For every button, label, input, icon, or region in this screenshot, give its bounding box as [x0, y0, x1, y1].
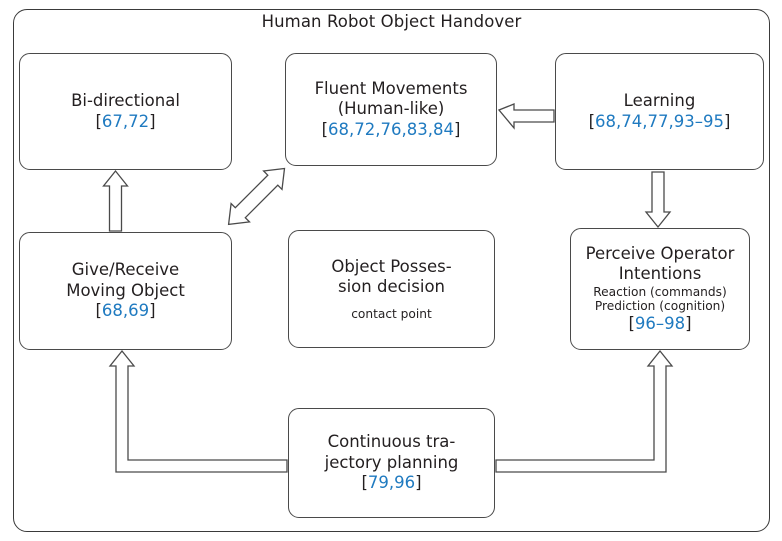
node-bi-directional[interactable]: Bi-directional [67,72]: [19, 53, 232, 170]
node-learning-line-1: Learning: [623, 91, 696, 111]
node-bi-directional-citation: [67,72]: [95, 112, 155, 132]
node-bi-directional-line-1: Bi-directional: [71, 91, 180, 111]
node-object-possession-decision[interactable]: Object Posses- sion decision contact poi…: [288, 230, 495, 348]
node-perceive-citation: [96–98]: [628, 314, 691, 334]
node-give-receive-citation: [68,69]: [95, 301, 155, 321]
node-perceive-line-1: Perceive Operator: [585, 243, 735, 263]
node-perceive-operator-intentions[interactable]: Perceive Operator Intentions Reaction (c…: [570, 228, 750, 350]
bracket-open: [: [628, 313, 635, 333]
bracket-open: [: [95, 111, 102, 131]
node-continuous-trajectory-planning[interactable]: Continuous tra- jectory planning [79,96]: [288, 408, 495, 518]
bracket-close: ]: [149, 111, 156, 131]
node-object-possession-line-2: sion decision: [338, 277, 445, 297]
citation-numbers: 67,72: [101, 111, 150, 131]
node-give-receive-moving-object[interactable]: Give/Receive Moving Object [68,69]: [19, 232, 232, 350]
bracket-close: ]: [685, 313, 692, 333]
citation-numbers: 79,96: [367, 473, 416, 493]
node-object-possession-subline-1: contact point: [351, 306, 432, 321]
node-perceive-subline-2: Prediction (cognition): [594, 299, 726, 314]
node-give-receive-line-2: Moving Object: [66, 280, 185, 300]
citation-numbers: 96–98: [634, 313, 686, 333]
node-fluent-movements-line-2: (Human-like): [337, 99, 445, 119]
bracket-open: [: [95, 301, 102, 321]
node-fluent-movements-line-1: Fluent Movements: [314, 78, 468, 98]
node-continuous-line-2: jectory planning: [324, 452, 459, 472]
bracket-close: ]: [453, 119, 461, 139]
node-object-possession-line-1: Object Posses-: [331, 256, 452, 276]
bracket-close: ]: [149, 301, 156, 321]
bracket-open: [: [321, 119, 329, 139]
node-perceive-line-2: Intentions: [618, 264, 702, 284]
citation-numbers: 68,72,76,83,84: [328, 119, 454, 139]
node-fluent-movements-citation: [68,72,76,83,84]: [322, 120, 461, 140]
node-perceive-subline-1: Reaction (commands): [593, 284, 727, 299]
bracket-open: [: [361, 473, 368, 493]
node-fluent-movements[interactable]: Fluent Movements (Human-like) [68,72,76,…: [285, 53, 497, 166]
node-give-receive-line-1: Give/Receive: [71, 260, 180, 280]
diagram-title: Human Robot Object Handover: [261, 12, 522, 31]
node-learning[interactable]: Learning [68,74,77,93–95]: [555, 53, 764, 170]
citation-numbers: 68,69: [101, 301, 150, 321]
bracket-close: ]: [723, 111, 731, 131]
citation-numbers: 68,74,77,93–95: [595, 111, 724, 131]
node-continuous-citation: [79,96]: [361, 473, 421, 493]
bracket-close: ]: [415, 473, 422, 493]
outer-container-human-robot-object-handover: [13, 9, 770, 532]
bracket-open: [: [588, 111, 596, 131]
node-continuous-line-1: Continuous tra-: [327, 432, 456, 452]
node-learning-citation: [68,74,77,93–95]: [589, 112, 731, 132]
